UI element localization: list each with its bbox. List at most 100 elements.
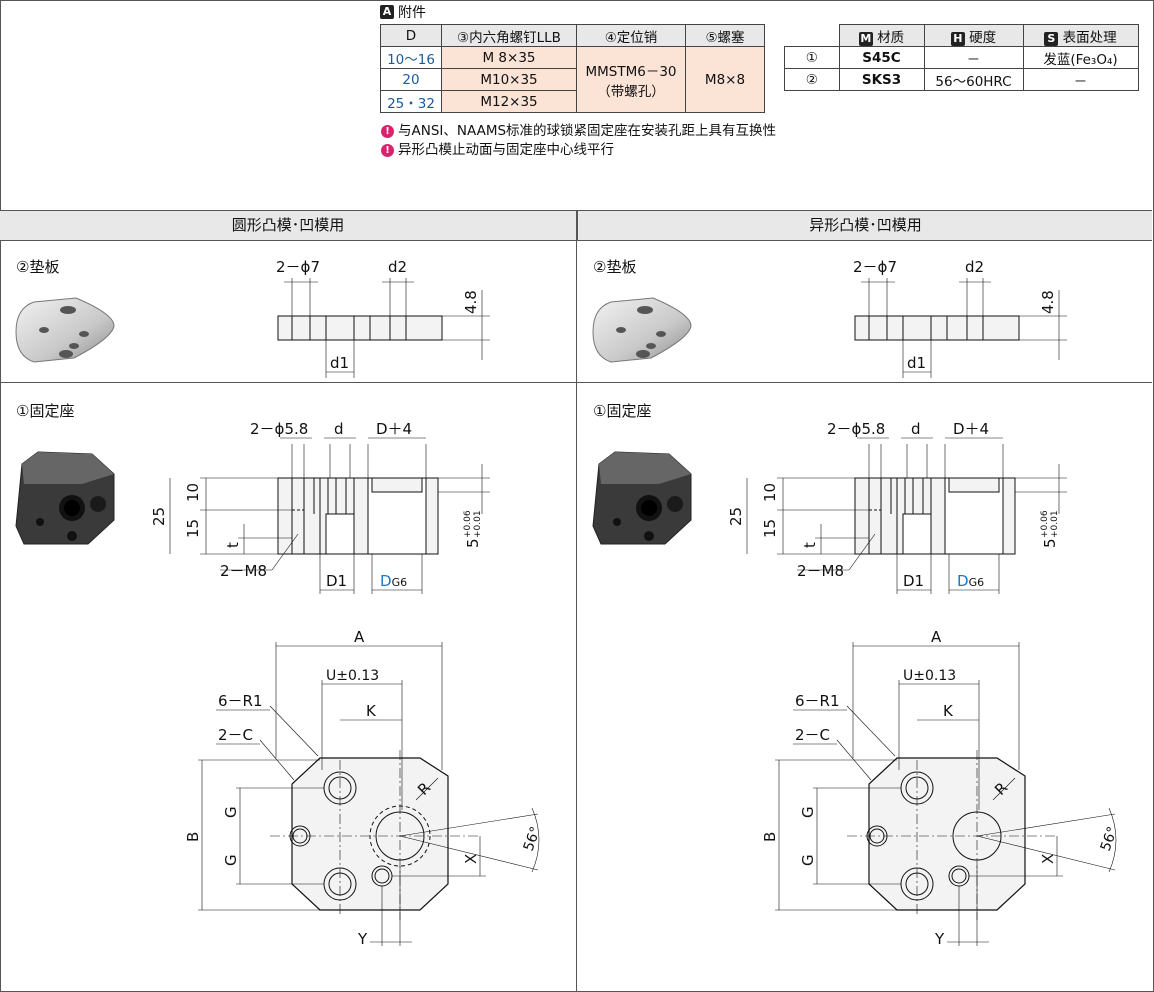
svg-text:+0.06: +0.06 [463, 510, 473, 538]
t-dim: t [801, 542, 819, 548]
DG6-dim: DG6 [380, 572, 407, 590]
warning-icon: ! [381, 125, 394, 138]
note-item: ! 与ANSI、NAAMS标准的球锁紧固定座在安装孔距上具有互换性 [381, 122, 776, 141]
base-label: ①固定座 [593, 402, 652, 420]
pad-thickness-dim: 4.8 [1039, 290, 1057, 314]
section-right-title: 异形凸模･凹模用 [577, 211, 1153, 240]
B-dim: B [761, 832, 779, 842]
d2-dim: d2 [388, 258, 407, 276]
svg-text:5: 5 [464, 538, 482, 548]
col-surface: S 表面处理 [1022, 24, 1139, 47]
cell-screw: M10×35 [441, 68, 577, 91]
h10-dim: 10 [761, 483, 779, 502]
pad-photo [15, 297, 115, 363]
t-dim: t [224, 542, 242, 548]
cell-pin: MMSTM6－30 （带螺孔） [576, 46, 686, 113]
base-holes-dim: 2－ϕ5.8 [250, 420, 308, 438]
C-dim: 2－C [218, 726, 253, 744]
Y-dim: Y [934, 930, 945, 948]
h25-dim: 25 [727, 507, 745, 526]
cell-surface: － [1022, 68, 1139, 91]
d2-dim: d2 [965, 258, 984, 276]
cell-no: ① [784, 46, 840, 69]
pad-holes-dim: 2－ϕ7 [853, 258, 897, 276]
A-dim: A [354, 628, 365, 646]
tolerance-dim: 5 +0.06 +0.01 [463, 510, 483, 548]
base-side-drawing: 2－ϕ5.8 d D＋4 25 10 15 t 2－M8 D1 DG6 5 +0… [727, 420, 1067, 594]
h15-dim: 15 [761, 519, 779, 538]
base-photo [15, 451, 115, 545]
base-top-drawing: A U±0.13 K 6－R1 2－C R B G G X Y 56° [761, 628, 1122, 948]
pad-label: ②垫板 [16, 258, 60, 276]
K-dim: K [366, 702, 377, 720]
d-dim: d [911, 420, 921, 438]
DG6-dim: DG6 [957, 572, 984, 590]
accessory-table: D ③内六角螺钉LLB ④定位销 ⑤螺塞 10～16 M 8×35 MMSTM6… [380, 24, 765, 113]
base-top-drawing: A U±0.13 K 6－R1 2－C R B G G X Y 56° [184, 628, 545, 948]
B-dim: B [184, 832, 202, 842]
col-d: D [380, 24, 442, 47]
col-pin: ④定位销 [576, 24, 686, 47]
tolerance-dim: 5 +0.06 +0.01 [1040, 510, 1060, 548]
column-left: ②垫板 ①固定座 [0, 0, 576, 992]
d-dim: d [334, 420, 344, 438]
pad-drawing: 2－ϕ7 d2 d1 4.8 [853, 258, 1067, 378]
pad-drawing: 2－ϕ7 d2 d1 4.8 [276, 258, 490, 378]
svg-text:5: 5 [1041, 538, 1059, 548]
C-dim: 2－C [795, 726, 830, 744]
pad-photo [592, 297, 692, 363]
X-dim: X [1039, 854, 1057, 864]
svg-text:+0.01: +0.01 [1050, 510, 1060, 538]
cell-d: 25・32 [380, 90, 442, 113]
A-dim: A [931, 628, 942, 646]
surface-badge: S [1044, 31, 1059, 46]
accessory-badge: A [380, 5, 394, 19]
angle-dim: 56° [1098, 825, 1122, 854]
notes: ! 与ANSI、NAAMS标准的球锁紧固定座在安装孔距上具有互换性 ! 异形凸模… [381, 122, 776, 160]
h15-dim: 15 [184, 519, 202, 538]
section-divider [576, 210, 577, 992]
m8-dim: 2－M8 [220, 562, 267, 580]
h25-dim: 25 [150, 507, 168, 526]
G-dim: G [799, 806, 817, 818]
warning-icon: ! [381, 144, 394, 157]
cell-surface: 发蓝(Fe₃O₄) [1022, 46, 1139, 69]
cell-d: 10～16 [380, 46, 442, 69]
base-side-drawing: 2－ϕ5.8 d D＋4 25 10 15 t 2－M8 D1 DG6 5 +0… [150, 420, 490, 594]
accessory-header: A 附件 [380, 2, 426, 22]
K-dim: K [943, 702, 954, 720]
svg-text:+0.01: +0.01 [473, 510, 483, 538]
D1-dim: D1 [903, 572, 924, 590]
G-dim: G [222, 854, 240, 866]
cell-no: ② [784, 68, 840, 91]
U-dim: U±0.13 [326, 668, 379, 684]
cell-material: SKS3 [838, 68, 925, 91]
pin-note: （带螺孔） [597, 83, 665, 100]
d-plus-dim: D＋4 [953, 420, 989, 438]
X-dim: X [462, 854, 480, 864]
h10-dim: 10 [184, 483, 202, 502]
accessory-title: 附件 [398, 5, 426, 21]
R1-dim: 6－R1 [218, 692, 263, 710]
d1-dim: d1 [907, 354, 926, 372]
U-dim: U±0.13 [903, 668, 956, 684]
row-divider [0, 382, 1152, 383]
cell-material: S45C [838, 46, 925, 69]
material-badge: M [858, 31, 873, 46]
cell-screw: M 8×35 [441, 46, 577, 69]
col-plug: ⑤螺塞 [685, 24, 765, 47]
cell-plug: M8×8 [685, 46, 765, 113]
d1-dim: d1 [330, 354, 349, 372]
d-plus-dim: D＋4 [376, 420, 412, 438]
pad-holes-dim: 2－ϕ7 [276, 258, 320, 276]
svg-text:+0.06: +0.06 [1040, 510, 1050, 538]
Y-dim: Y [357, 930, 368, 948]
angle-dim: 56° [521, 825, 545, 854]
col-hardness: H 硬度 [923, 24, 1024, 47]
base-label: ①固定座 [16, 402, 75, 420]
cell-screw: M12×35 [441, 90, 577, 113]
D1-dim: D1 [326, 572, 347, 590]
pin-value: MMSTM6－30 [585, 63, 677, 80]
m8-dim: 2－M8 [797, 562, 844, 580]
G-dim: G [222, 806, 240, 818]
